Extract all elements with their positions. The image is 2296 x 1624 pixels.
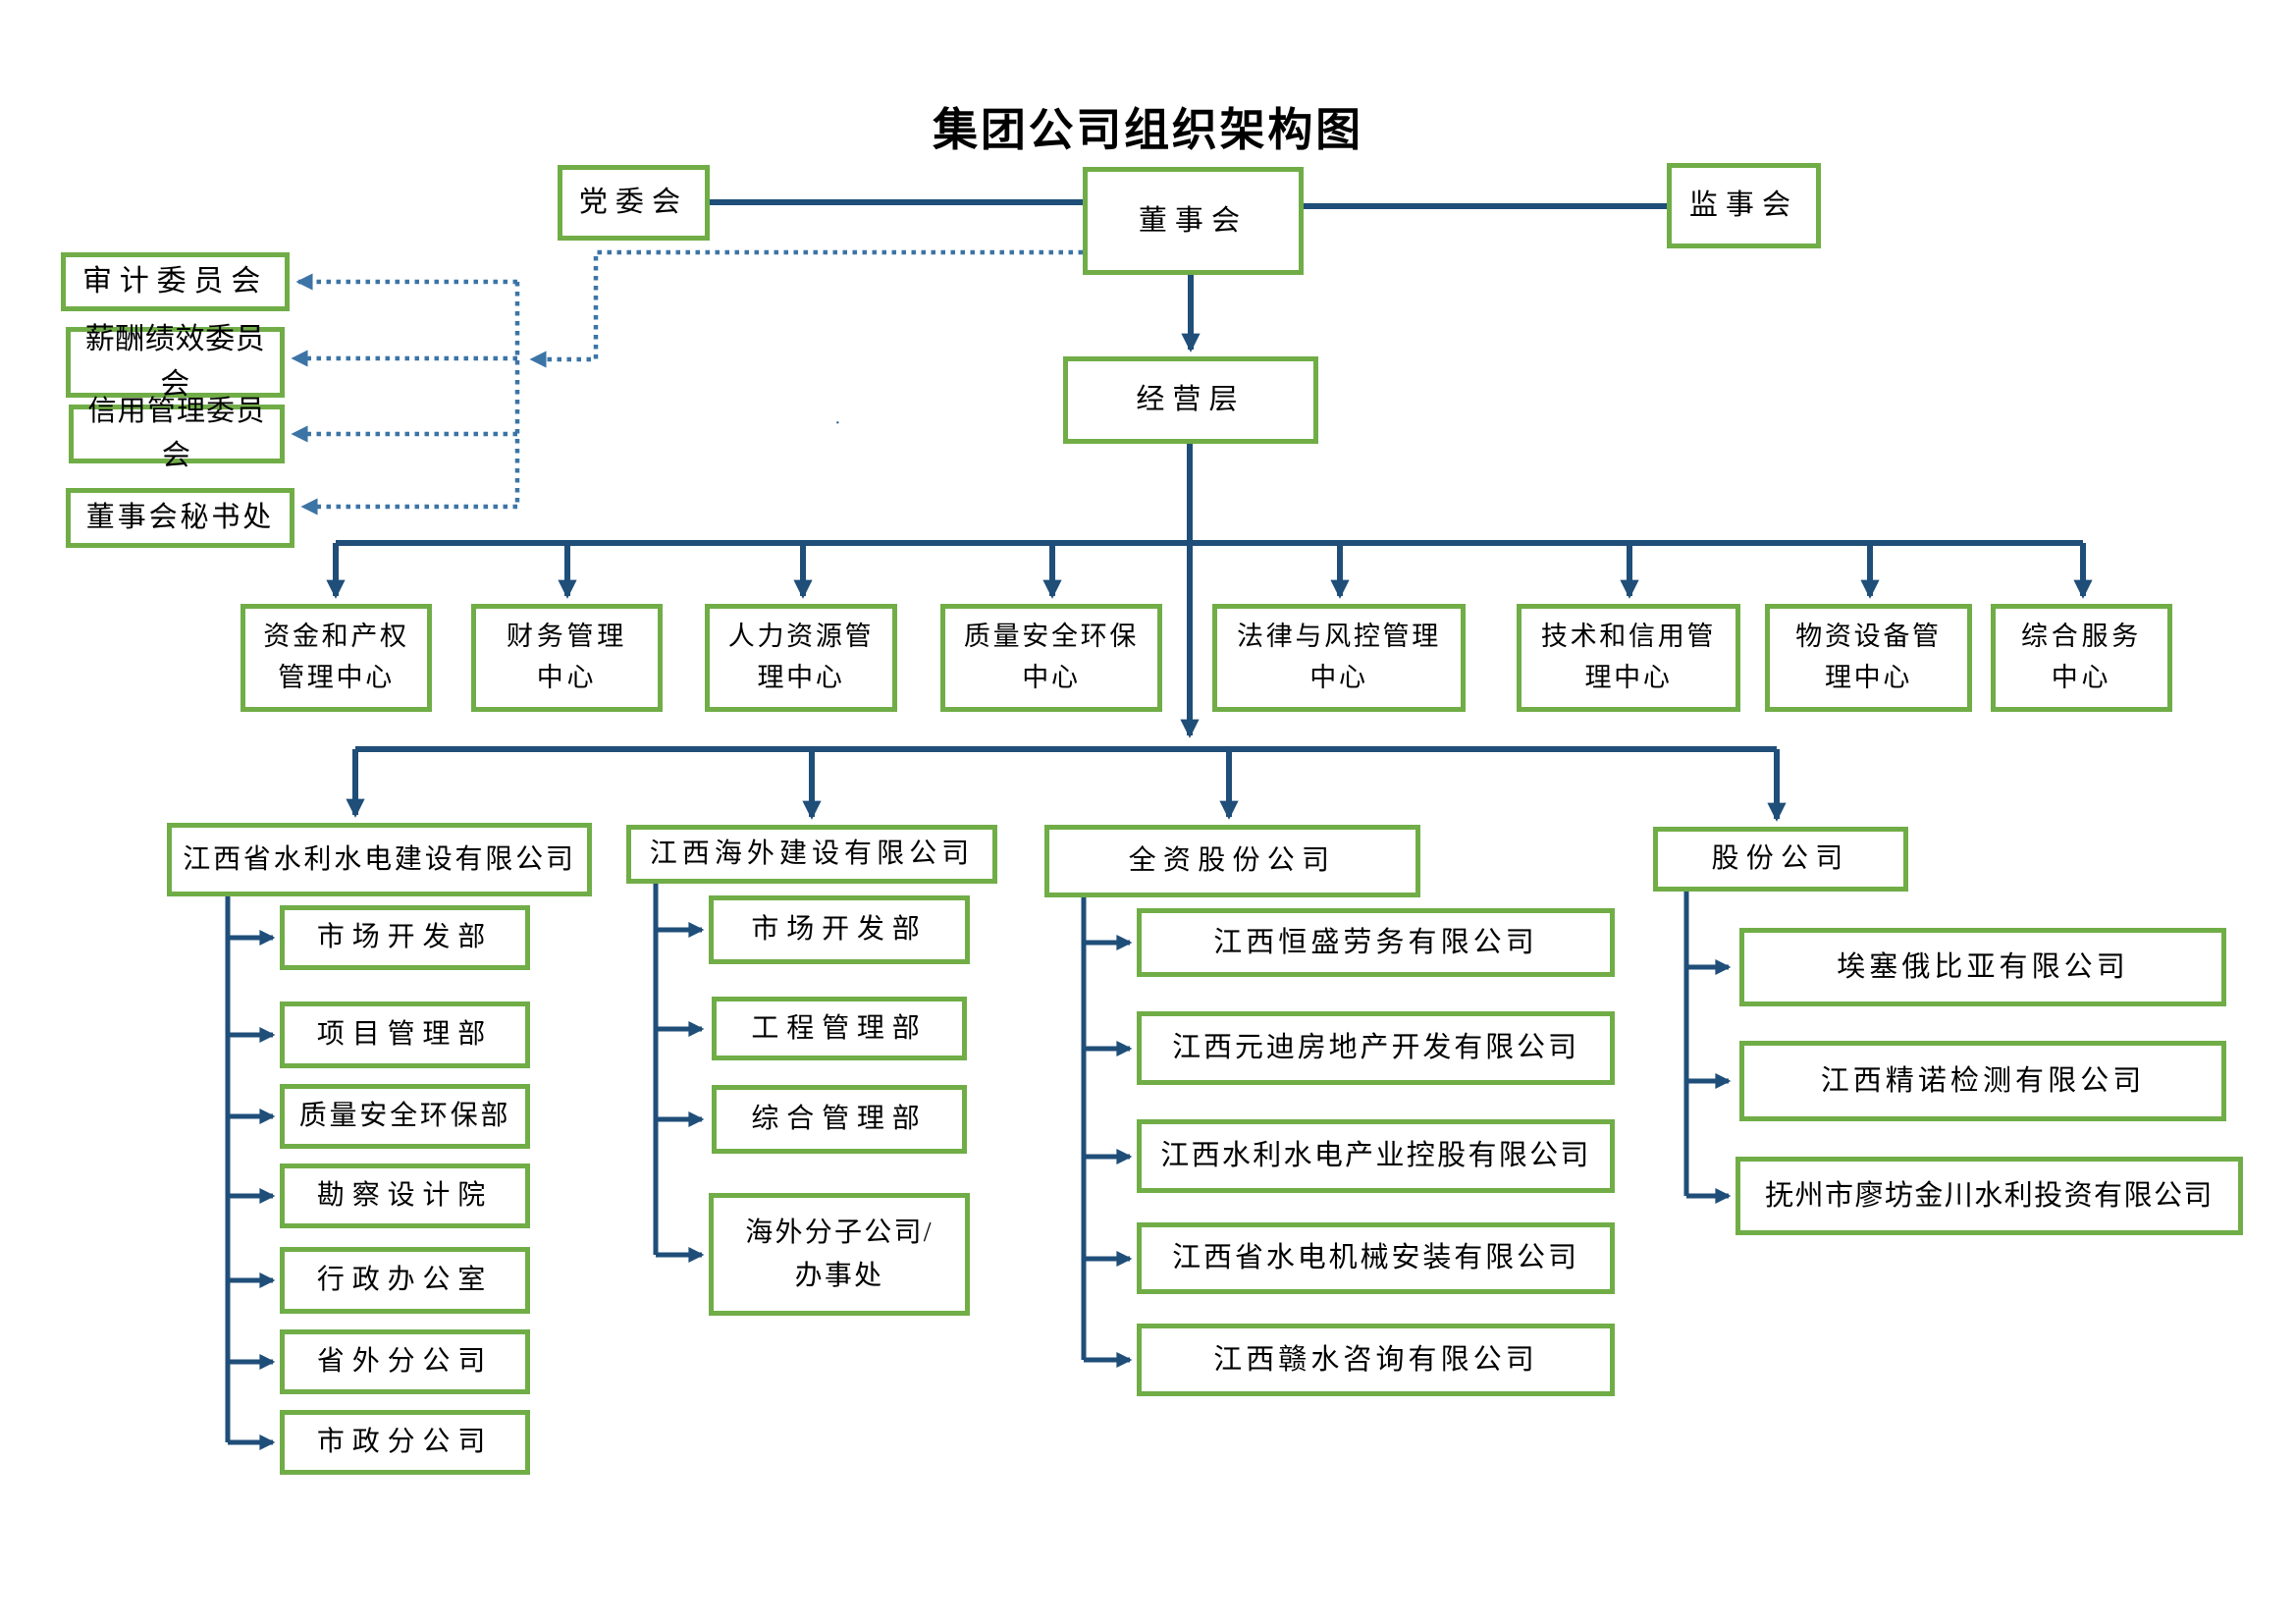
node-center-quality-safety-env: 质量安全环保 中心	[940, 604, 1162, 712]
node-center-finance: 财务管理 中心	[471, 604, 663, 712]
node-center-materials-equipment: 物资设备管 理中心	[1765, 604, 1972, 712]
connector-dotarrow	[529, 249, 1083, 368]
node-compensation-performance-committee: 薪酬绩效委员会	[66, 323, 285, 401]
node-sub-jingnuo-testing: 江西精诺检测有限公司	[1739, 1041, 2226, 1121]
node-center-hr: 人力资源管 理中心	[705, 604, 897, 712]
node-sub-ethiopia: 埃塞俄比亚有限公司	[1739, 928, 2226, 1006]
node-center-legal-risk: 法律与风控管理 中心	[1212, 604, 1466, 712]
node-center-tech-credit: 技术和信用管 理中心	[1517, 604, 1740, 712]
node-dept-admin-office: 行政办公室	[280, 1247, 530, 1314]
node-company-jx-overseas-construction: 江西海外建设有限公司	[626, 825, 997, 884]
node-audit-committee: 审计委员会	[61, 252, 290, 311]
node-sub-machinery-installation: 江西省水电机械安装有限公司	[1137, 1222, 1615, 1294]
node-sub-ganshui-consulting: 江西赣水咨询有限公司	[1137, 1324, 1615, 1396]
page-title: 集团公司组织架构图	[933, 105, 1363, 155]
node-sub-yuandi-realestate: 江西元迪房地产开发有限公司	[1137, 1011, 1615, 1085]
node-credit-management-committee: 信用管理委员会	[69, 396, 285, 471]
node-dept-general-mgmt: 综合管理部	[712, 1085, 967, 1154]
node-company-shareholding: 股份公司	[1653, 827, 1908, 892]
node-company-wholly-owned: 全资股份公司	[1044, 825, 1420, 897]
node-company-jx-water-construction: 江西省水利水电建设有限公司	[167, 823, 592, 896]
node-sub-industry-holding: 江西水利水电产业控股有限公司	[1137, 1119, 1615, 1193]
node-dept-out-province-branch: 省外分公司	[280, 1329, 530, 1394]
node-dept-survey-design: 勘察设计院	[280, 1164, 530, 1228]
node-center-general-services: 综合服务 中心	[1991, 604, 2172, 712]
node-sub-hengsheng-labor: 江西恒盛劳务有限公司	[1137, 908, 1615, 977]
node-dept-market-dev-2: 市场开发部	[709, 895, 970, 964]
node-dept-engineering-mgmt: 工程管理部	[712, 997, 967, 1060]
node-management-level: 经营层	[1063, 356, 1318, 444]
node-board-secretariat: 董事会秘书处	[66, 488, 294, 548]
node-center-funds-property: 资金和产权 管理中心	[240, 604, 432, 712]
node-dept-market-dev-1: 市场开发部	[280, 905, 530, 970]
node-dept-municipal-branch: 市政分公司	[280, 1410, 530, 1475]
node-dept-overseas-subsidiaries: 海外分子公司/ 办事处	[709, 1193, 970, 1316]
node-dept-project-mgmt: 项目管理部	[280, 1001, 530, 1068]
stray-dot: ·	[834, 412, 841, 434]
node-supervisory-board: 监事会	[1667, 163, 1821, 248]
node-dept-quality-safety-env: 质量安全环保部	[280, 1084, 530, 1149]
node-sub-fuzhou-liaofang: 抚州市廖坊金川水利投资有限公司	[1735, 1157, 2243, 1235]
node-board-of-directors: 董事会	[1083, 167, 1304, 275]
node-party-committee: 党委会	[558, 165, 710, 241]
